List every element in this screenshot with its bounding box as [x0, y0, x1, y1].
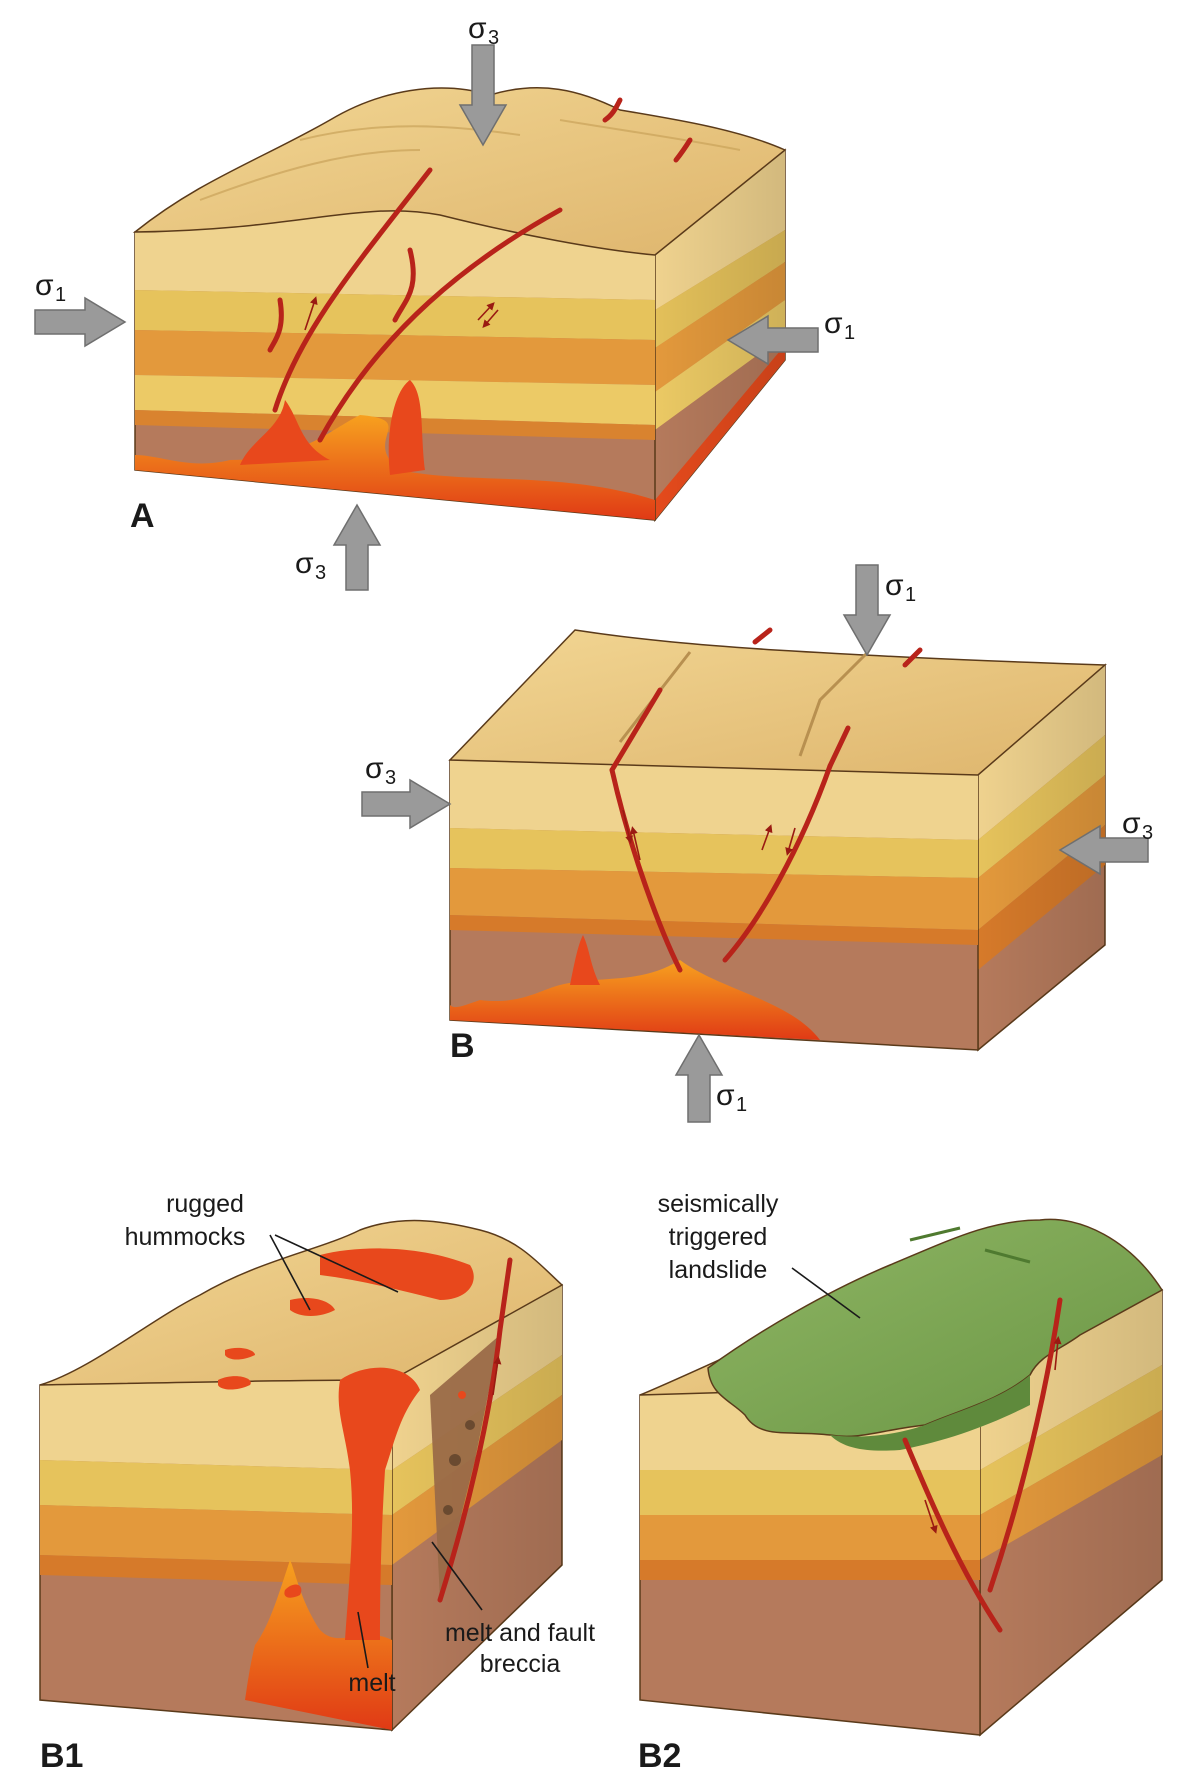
- panel-b-label: B: [450, 1027, 475, 1065]
- sigma-label: σ: [716, 1079, 735, 1112]
- sigma3-top-arrow-a: σ 3: [458, 12, 508, 147]
- sigma-sub: 1: [736, 1094, 747, 1116]
- panel-b-block: [448, 627, 1107, 1052]
- breccia-label-line1: melt and fault: [445, 1619, 595, 1647]
- sigma3-bottom-arrow-a: σ 3: [295, 503, 382, 591]
- melt-label: melt: [348, 1669, 395, 1697]
- sigma-label: σ: [35, 269, 54, 302]
- sigma3-right-arrow-b: σ 3: [1058, 807, 1153, 876]
- sigma1-right-arrow-a: σ 1: [726, 307, 855, 366]
- sigma1-bottom-arrow-b: σ 1: [674, 1033, 747, 1123]
- landslide-label-line2: triggered: [669, 1223, 768, 1251]
- rugged-leader-2: [274, 1234, 399, 1293]
- sigma-sub: 1: [844, 322, 855, 344]
- sigma-label: σ: [365, 752, 384, 785]
- melt-leader: [357, 1611, 369, 1669]
- sigma-label: σ: [885, 569, 904, 602]
- sigma-label: σ: [295, 547, 314, 580]
- sigma3-left-arrow-b: σ 3: [361, 752, 452, 830]
- sigma-sub: 3: [385, 767, 396, 789]
- panel-b1-label: B1: [40, 1737, 83, 1775]
- sigma-label: σ: [468, 12, 487, 45]
- sigma-sub: 3: [1142, 822, 1153, 844]
- sigma-sub: 1: [55, 284, 66, 306]
- rugged-label-line1: rugged: [166, 1190, 244, 1218]
- panel-b2-block: [639, 1218, 1164, 1737]
- breccia-leader: [431, 1541, 483, 1611]
- landslide-label-line3: landslide: [669, 1256, 768, 1284]
- sigma-label: σ: [824, 307, 843, 340]
- panel-a-block: [132, 87, 787, 523]
- sigma1-left-arrow-a: σ 1: [34, 269, 127, 348]
- sigma-sub: 3: [315, 562, 326, 584]
- landslide-label-line1: seismically: [658, 1190, 779, 1218]
- landslide-leader: [791, 1267, 861, 1319]
- sigma-sub: 3: [488, 27, 499, 49]
- rugged-label-line2: hummocks: [125, 1223, 246, 1251]
- panel-b2-label: B2: [638, 1737, 681, 1775]
- sigma1-top-arrow-b: σ 1: [842, 564, 916, 657]
- panel-b1-block: [39, 1219, 564, 1732]
- panel-a-label: A: [130, 497, 155, 535]
- sigma-sub: 1: [905, 584, 916, 606]
- breccia-label-line2: breccia: [480, 1650, 561, 1678]
- rugged-leader-1: [269, 1234, 311, 1311]
- sigma-label: σ: [1122, 807, 1141, 840]
